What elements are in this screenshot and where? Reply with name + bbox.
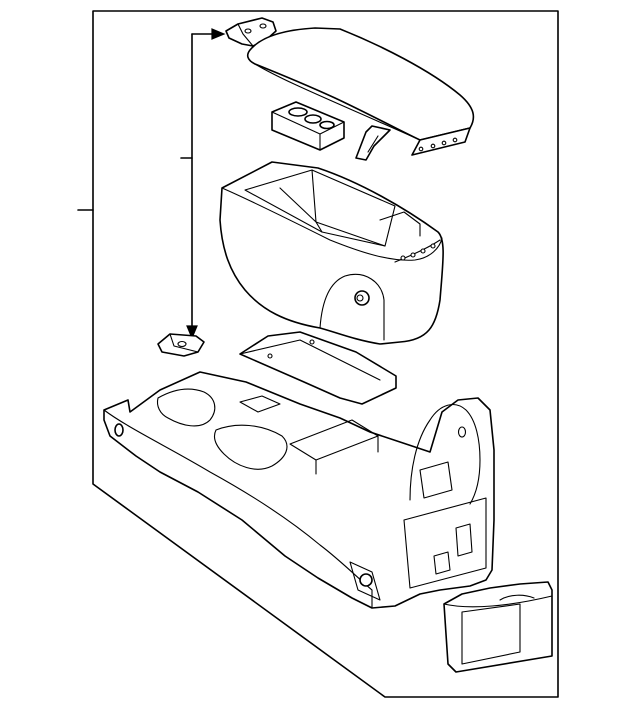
panel-frame (92, 10, 559, 698)
lid-hinge (355, 125, 391, 161)
bin-cover-plate (239, 331, 397, 405)
storage-bin (219, 161, 444, 345)
latch-striker (157, 333, 205, 357)
console-base (103, 371, 495, 609)
bracket-arrow (180, 28, 226, 340)
cup-insert (271, 101, 345, 151)
ash-tray (443, 581, 553, 673)
armrest-lid (246, 27, 475, 156)
